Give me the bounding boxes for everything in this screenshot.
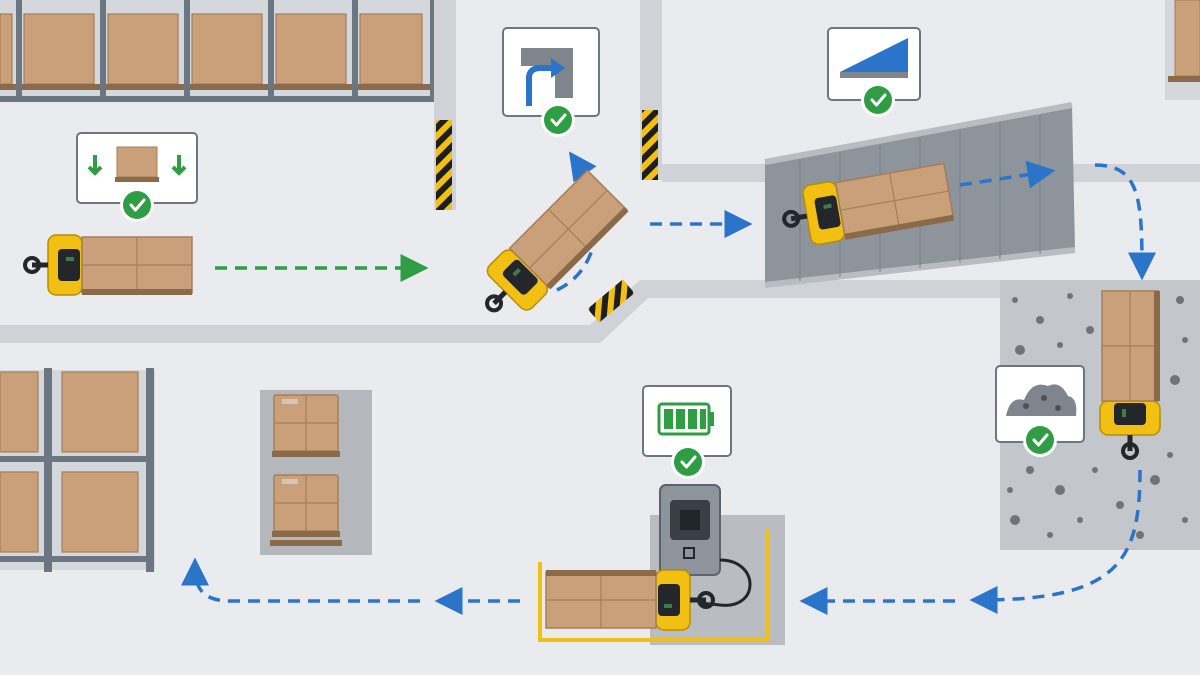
callout-ramp: [827, 27, 921, 119]
pallet-jack-charging: [546, 570, 713, 630]
turn-right-icon: [521, 48, 573, 106]
pallet-jack-loading: [25, 235, 192, 295]
check-icon: [669, 443, 707, 481]
load-pallet-icon: [87, 146, 187, 182]
path-arrow-return: [181, 557, 420, 603]
storage-rack-top-right: [1165, 0, 1200, 100]
callout-load-pallet: [76, 132, 198, 224]
rough-terrain-icon: [1006, 384, 1077, 416]
battery-full-icon: [657, 402, 714, 436]
check-icon: [539, 101, 577, 139]
callout-rough-surface: [995, 365, 1085, 459]
path-arrow-descent: [969, 469, 1142, 614]
check-icon: [859, 81, 897, 119]
check-icon: [118, 186, 156, 224]
callout-battery: [642, 385, 732, 481]
path-arrow-on-ramp: [959, 160, 1056, 189]
path-arrow-down-right: [1094, 163, 1156, 281]
storage-rack-top: [0, 0, 436, 102]
pallet-jack-rough-surface: [1100, 291, 1160, 458]
storage-rack-bottom-left: [0, 368, 372, 572]
callout-turn: [502, 27, 600, 139]
check-icon: [1021, 421, 1059, 459]
ramp-icon: [840, 38, 908, 78]
